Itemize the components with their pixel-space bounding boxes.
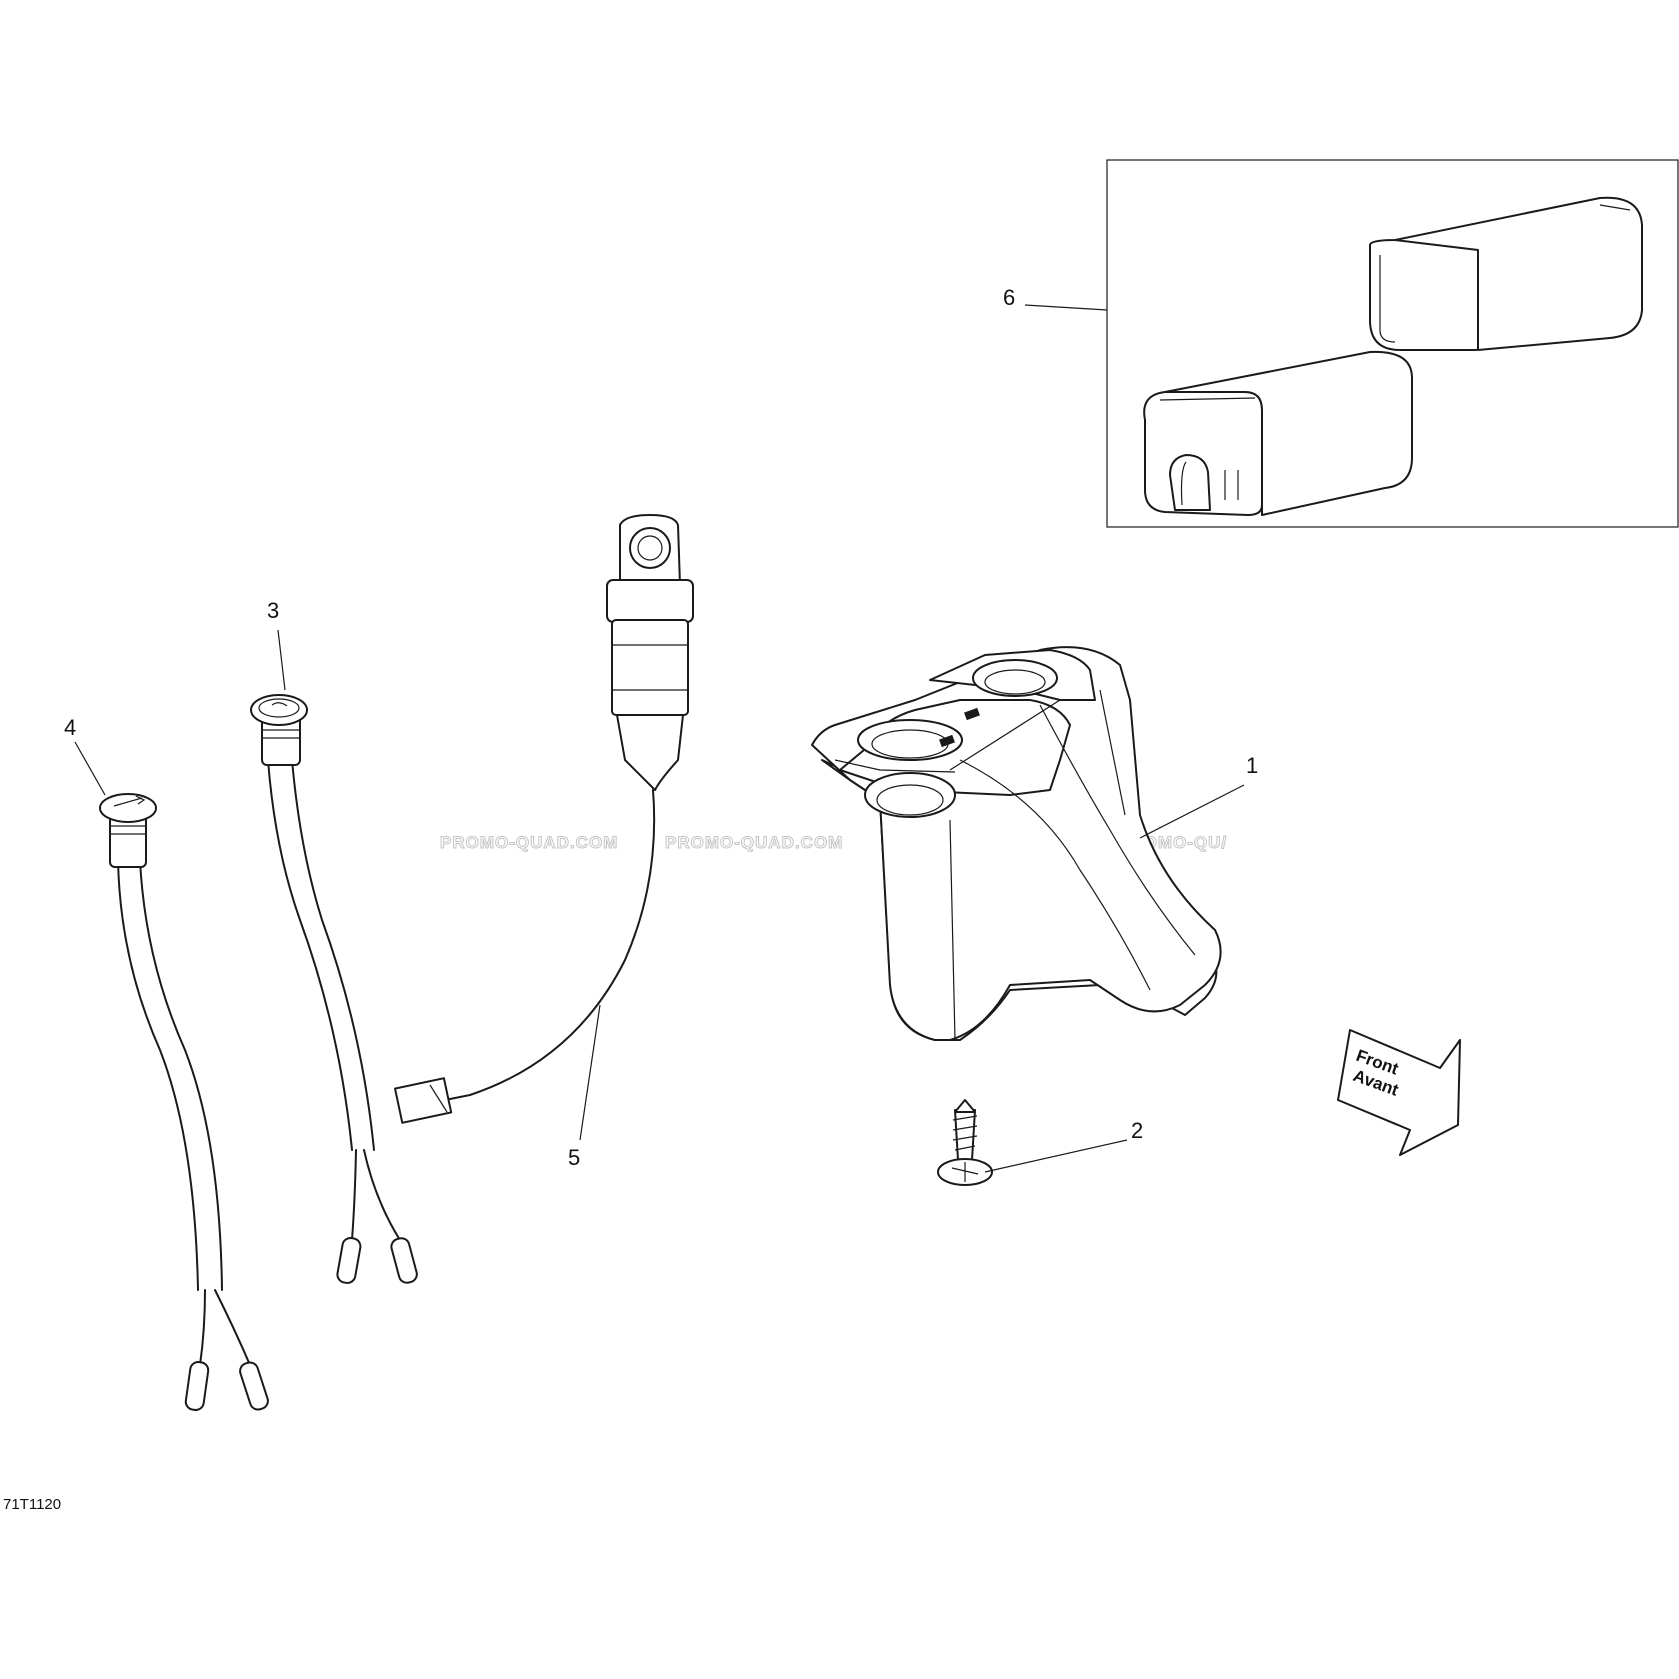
- callout-1: 1: [1246, 753, 1258, 778]
- watermark-1: PROMO-QUAD.COM: [440, 833, 618, 852]
- leader-lines: [74, 304, 1245, 1173]
- reference-code: 71T1120: [3, 1496, 61, 1513]
- callout-labels: 1 2 3 4 5 6: [64, 285, 1258, 1170]
- callout-4: 4: [64, 715, 76, 740]
- screw-icon: [937, 1099, 993, 1186]
- callout-3: 3: [267, 598, 279, 623]
- front-direction-arrow: Front Avant: [1337, 1029, 1461, 1156]
- callout-5: 5: [568, 1145, 580, 1170]
- watermark-2: PROMO-QUAD.COM: [665, 833, 843, 852]
- console-housing-icon: [811, 646, 1222, 1041]
- rocker-switch-icon: [99, 793, 269, 1411]
- callout-6: 6: [1003, 285, 1015, 310]
- handlebar-pads-icon: [1106, 159, 1679, 528]
- inset-box: [1106, 159, 1679, 528]
- callout-2: 2: [1131, 1118, 1143, 1143]
- light-switch-icon: [250, 694, 418, 1284]
- ignition-switch-icon: [394, 514, 694, 1124]
